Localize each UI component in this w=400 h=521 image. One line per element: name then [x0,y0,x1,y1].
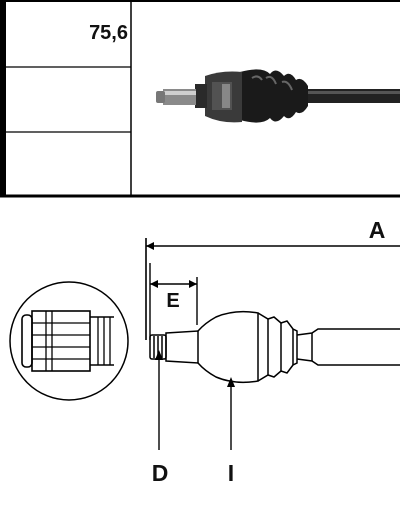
dimension-label-i: I [228,460,234,486]
table-left-border [0,0,6,196]
drive-shaft-photo [156,69,400,123]
dimension-label-d: D [152,460,169,486]
dimension-i [227,377,235,450]
spec-table-grid [0,0,400,198]
drive-shaft-outline [149,310,400,384]
dimension-label-e: E [166,290,179,312]
spec-table: 75,6 [0,0,400,198]
dimension-d [155,350,163,450]
dimension-e [149,263,198,340]
dimension-a [145,238,400,340]
spline-detail-magnifier-icon [9,281,129,401]
dimension-label-a: A [369,217,386,243]
technical-drawing-svg: A E [9,217,400,486]
technical-drawing: A E [0,205,400,516]
spec-value-row-1: 75,6 [89,22,128,44]
